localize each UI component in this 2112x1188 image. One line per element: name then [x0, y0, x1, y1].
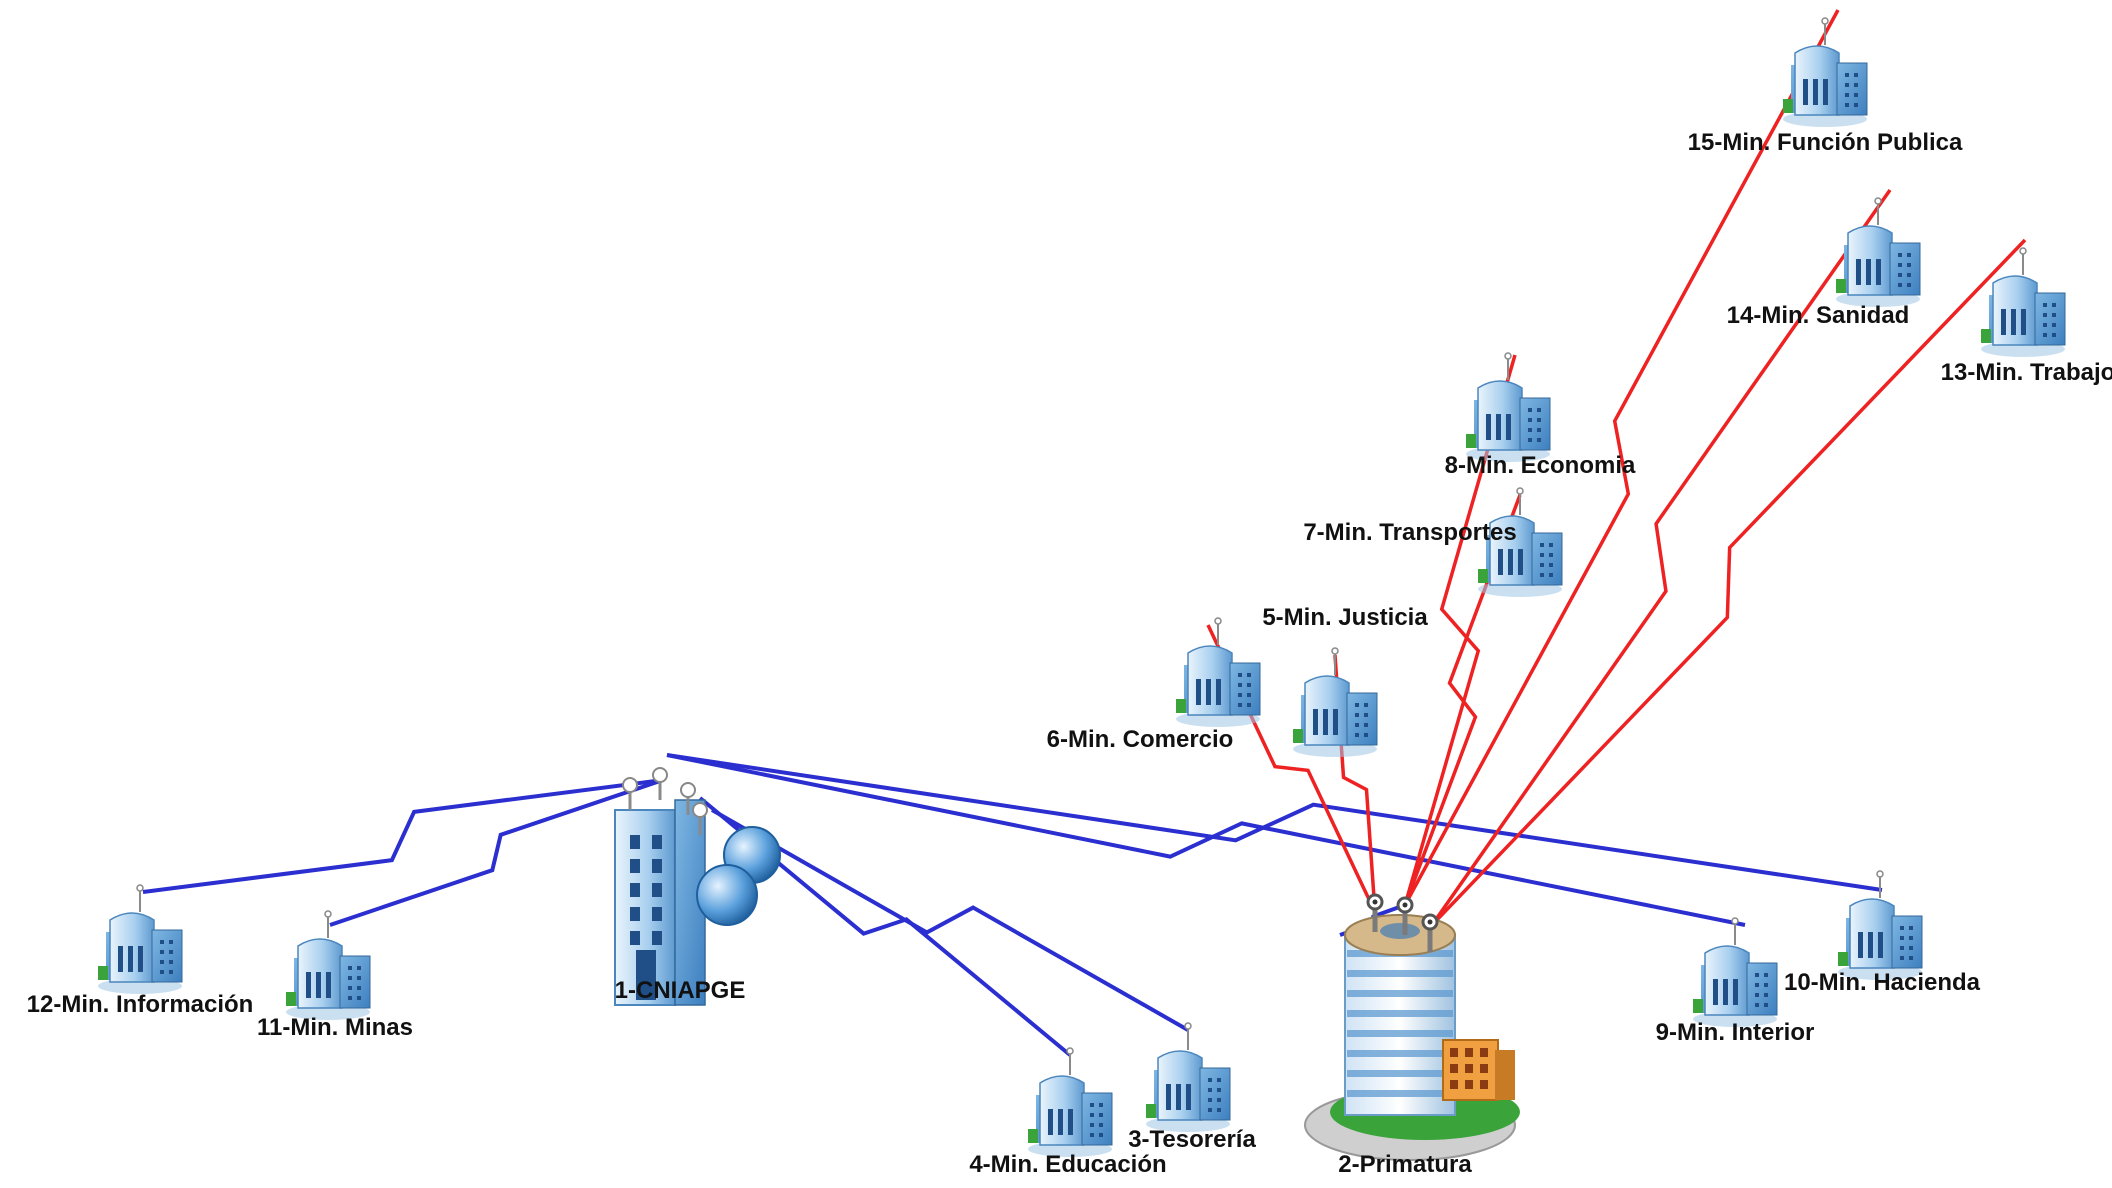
office-building-icon — [1292, 647, 1378, 758]
label-n4: 4-Min. Educación — [969, 1151, 1166, 1178]
node-n1[interactable]: 1-CNIAPGE — [614, 767, 781, 1006]
node-n15[interactable]: 15-Min. Función Publica — [1688, 17, 1963, 156]
node-n11[interactable]: 11-Min. Minas — [257, 910, 413, 1041]
node-n8[interactable]: 8-Min. Economia — [1445, 352, 1636, 479]
link-n1-n10 — [666, 753, 1883, 892]
node-n3[interactable]: 3-Tesorería — [1128, 1022, 1256, 1153]
link-n1-n12 — [142, 778, 664, 894]
office-building-icon — [1837, 870, 1923, 981]
link-n2-n8 — [1403, 354, 1517, 906]
office-building-icon — [1692, 917, 1778, 1028]
node-n5[interactable]: 5-Min. Justicia — [1262, 604, 1428, 758]
label-n12: 12-Min. Información — [27, 991, 254, 1018]
node-n10[interactable]: 10-Min. Hacienda — [1784, 870, 1981, 996]
label-n15: 15-Min. Función Publica — [1688, 129, 1963, 156]
node-n12[interactable]: 12-Min. Información — [27, 884, 254, 1018]
label-n1: 1-CNIAPGE — [615, 977, 746, 1004]
link-n1-n11 — [329, 778, 664, 927]
link-n1-n9 — [666, 753, 1746, 927]
label-n9: 9-Min. Interior — [1656, 1019, 1815, 1046]
label-n8: 8-Min. Economia — [1445, 452, 1636, 479]
office-building-icon — [1145, 1022, 1231, 1133]
office-building-icon — [1835, 197, 1921, 308]
label-n10: 10-Min. Hacienda — [1784, 969, 1981, 996]
label-n11: 11-Min. Minas — [257, 1014, 413, 1041]
label-n3: 3-Tesorería — [1128, 1126, 1256, 1153]
label-n14: 14-Min. Sanidad — [1727, 302, 1910, 329]
link-n2-n13 — [1430, 238, 2027, 927]
office-building-icon — [1465, 352, 1551, 463]
label-n13: 13-Min. Trabajo — [1941, 359, 2112, 386]
node-n2[interactable]: 2-Primatura — [1304, 893, 1520, 1178]
office-building-icon — [1175, 617, 1261, 728]
label-n7: 7-Min. Transportes — [1303, 519, 1516, 546]
office-building-icon — [1027, 1047, 1113, 1158]
node-n7[interactable]: 7-Min. Transportes — [1303, 487, 1563, 598]
links-layer — [142, 9, 2027, 1057]
office-building-icon — [1980, 247, 2066, 358]
label-n2: 2-Primatura — [1338, 1151, 1472, 1178]
node-n13[interactable]: 13-Min. Trabajo — [1941, 247, 2112, 386]
round-office-tower-icon — [1304, 893, 1520, 1161]
node-n4[interactable]: 4-Min. Educación — [969, 1047, 1167, 1178]
office-building-icon — [285, 910, 371, 1021]
node-n9[interactable]: 9-Min. Interior — [1656, 917, 1815, 1046]
node-n6[interactable]: 6-Min. Comercio — [1047, 617, 1261, 753]
link-n2-n14 — [1430, 188, 1892, 927]
label-n5: 5-Min. Justicia — [1262, 604, 1428, 631]
node-n14[interactable]: 14-Min. Sanidad — [1727, 197, 1921, 329]
link-n2-n15 — [1403, 9, 1840, 906]
link-n1-n3 — [711, 808, 1189, 1032]
headquarters-building-with-globes-icon — [614, 767, 781, 1006]
office-building-icon — [1782, 17, 1868, 128]
label-n6: 6-Min. Comercio — [1047, 726, 1234, 753]
link-n1-n4 — [698, 796, 1072, 1057]
office-building-icon — [97, 884, 183, 995]
